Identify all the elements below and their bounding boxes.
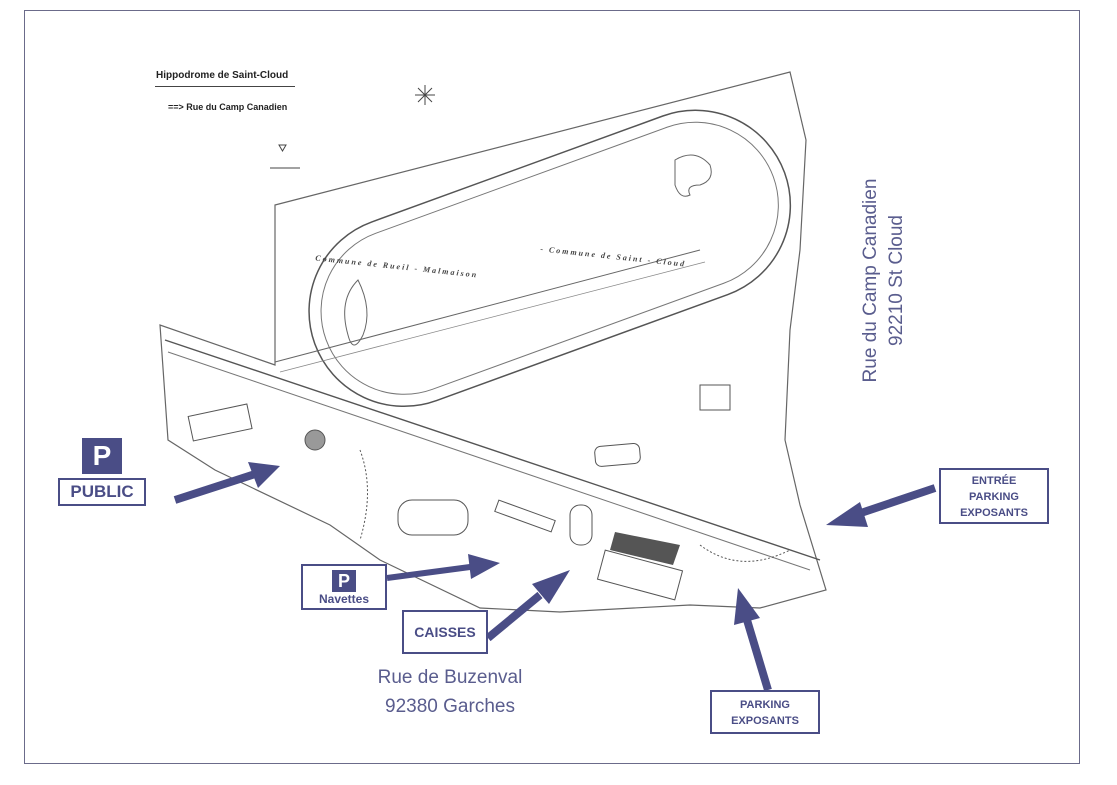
parking-navettes-box: P Navettes	[301, 564, 387, 610]
title-rule	[155, 86, 295, 87]
arrows	[173, 462, 937, 692]
address-buzenval-city: 92380 Garches	[385, 696, 515, 717]
arrow-caisses	[485, 570, 570, 642]
parking-public-label: PUBLIC	[58, 478, 146, 506]
entree-line-1: ENTRÉE	[971, 475, 1017, 487]
site-boundary	[159, 71, 827, 613]
parking-exposants-line-2: EXPOSANTS	[731, 715, 799, 727]
caisses-label: CAISSES	[402, 610, 488, 654]
address-camp-street: Rue du Camp Canadien	[860, 178, 881, 383]
parking-exposants-box: PARKING EXPOSANTS	[710, 690, 820, 734]
arrow-public	[173, 462, 280, 504]
compass-icon	[415, 85, 435, 105]
entree-line-3: EXPOSANTS	[960, 507, 1028, 519]
parking-navettes-symbol: P	[332, 570, 356, 592]
entree-line-2: PARKING	[969, 491, 1019, 503]
parking-navettes-label: Navettes	[318, 592, 370, 606]
address-buzenval-street: Rue de Buzenval	[377, 667, 523, 688]
map-subtitle: ==> Rue du Camp Canadien	[168, 102, 288, 112]
address-camp-city: 92210 St Cloud	[886, 215, 907, 346]
parking-exposants-line-1: PARKING	[740, 699, 790, 711]
entree-parking-exposants-box: ENTRÉE PARKING EXPOSANTS	[939, 468, 1049, 524]
map-frame	[24, 10, 1080, 764]
racecourse-track	[308, 109, 792, 408]
scale-logo-icon	[270, 144, 300, 169]
arrow-navettes	[386, 554, 500, 581]
arrow-entree-exposants	[826, 484, 937, 527]
arrow-parking-exposants	[734, 588, 772, 692]
map-title: Hippodrome de Saint-Cloud	[156, 70, 289, 81]
parking-public-symbol: P	[82, 438, 122, 474]
address-camp-canadien: Rue du Camp Canadien 92210 St Cloud	[858, 163, 910, 398]
address-buzenval: Rue de Buzenval 92380 Garches	[340, 663, 560, 721]
